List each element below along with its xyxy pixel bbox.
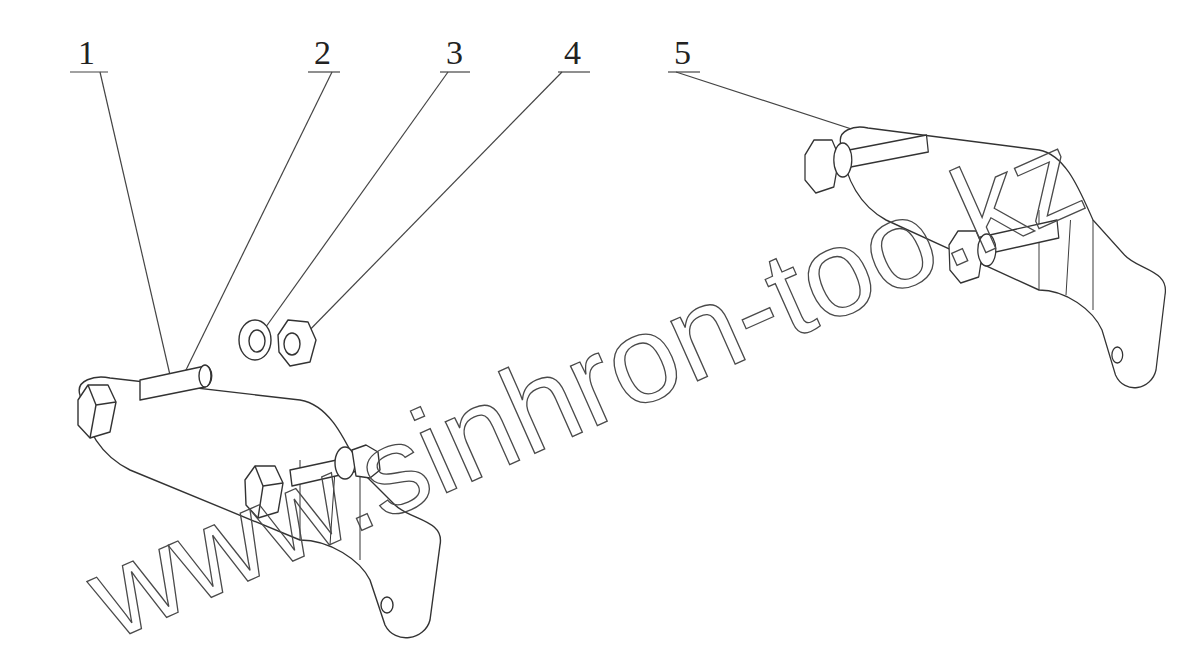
watermark: www.sinhron-too.kz xyxy=(71,111,1099,659)
callout-number: 4 xyxy=(564,36,581,70)
callout-number: 2 xyxy=(314,36,331,70)
callout-number: 5 xyxy=(674,36,691,70)
callout-number: 3 xyxy=(446,36,463,70)
callout-number: 1 xyxy=(78,36,95,70)
